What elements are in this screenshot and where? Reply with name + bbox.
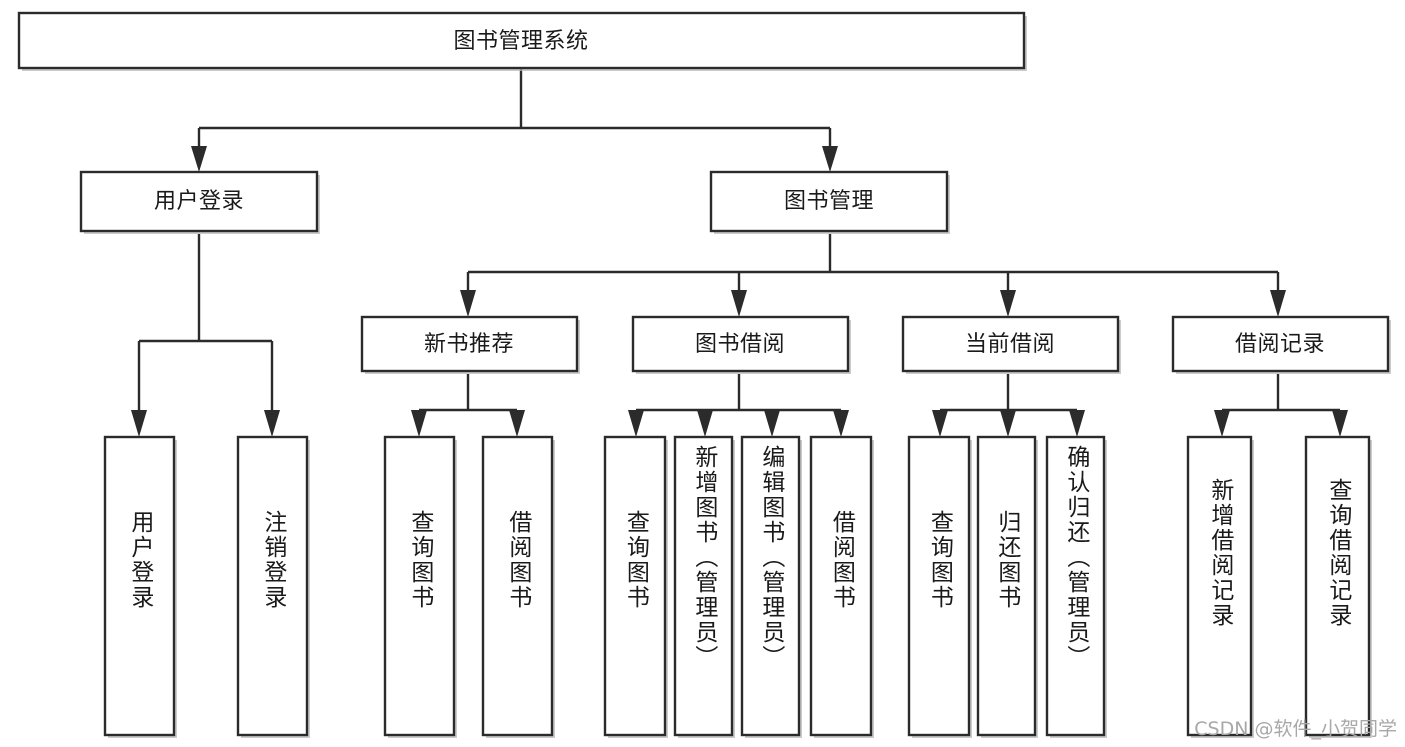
node-book-manage-box[interactable] [709, 170, 949, 233]
arrowhead-leaf-borrow-book-2 [833, 410, 849, 437]
node-user-login-box[interactable] [79, 170, 319, 233]
connector-group-new-book-rec [411, 374, 525, 437]
leaf-query-book-3-box[interactable] [907, 435, 971, 737]
arrowhead-leaf-query-record [1332, 410, 1348, 437]
node-borrow-record-label: 借阅记录 [1235, 332, 1325, 357]
connector-group-root [191, 69, 838, 172]
node-root[interactable]: 图书管理系统 [17, 11, 1027, 71]
arrowhead-current-borrow [1000, 290, 1016, 317]
arrowhead-leaf-return-book [1000, 410, 1016, 437]
arrowhead-leaf-query-book-3 [932, 410, 948, 437]
arrowhead-leaf-borrow-book-1 [509, 410, 525, 437]
node-root-box[interactable] [17, 11, 1026, 70]
leaf-return-book-box[interactable] [976, 435, 1037, 737]
arrowhead-user-login [191, 146, 207, 172]
connector-group-user-login [131, 234, 280, 437]
leaf-user-login-box[interactable] [103, 435, 176, 737]
arrowhead-leaf-add-book [697, 410, 713, 437]
connector-group-current-borrow [932, 374, 1085, 437]
arrowhead-leaf-query-book-2 [628, 410, 644, 437]
leaf-query-book-1-box[interactable] [383, 435, 456, 737]
node-current-borrow[interactable]: 当前借阅 [901, 315, 1121, 374]
arrowhead-leaf-add-record [1214, 410, 1230, 437]
arrowhead-book-manage [822, 146, 838, 172]
node-user-login-label: 用户登录 [154, 189, 244, 214]
node-borrow-record-box[interactable] [1171, 315, 1390, 373]
leaf-add-book-box[interactable] [673, 435, 734, 737]
csdn-watermark: CSDN @软件_小贺同学 [1194, 718, 1397, 740]
node-book-borrow-label: 图书借阅 [695, 332, 785, 357]
node-new-book-rec-box[interactable] [360, 315, 579, 373]
leaf-add-record-box[interactable] [1186, 435, 1253, 737]
arrowhead-borrow-record [1270, 290, 1286, 317]
leaf-query-record-box[interactable] [1304, 435, 1371, 737]
node-book-manage[interactable]: 图书管理 [709, 170, 950, 234]
arrowhead-leaf-edit-book [764, 410, 780, 437]
leaf-logout-box[interactable] [236, 435, 309, 737]
node-borrow-record[interactable]: 借阅记录 [1171, 315, 1391, 374]
arrowhead-leaf-confirm-return [1069, 410, 1085, 437]
arrowhead-leaf-user-login [131, 410, 147, 437]
leaf-query-book-2-box[interactable] [603, 435, 667, 737]
connector-group-borrow-record [1214, 374, 1348, 437]
arrowhead-book-borrow [731, 290, 747, 317]
leaf-borrow-book-2-box[interactable] [809, 435, 873, 737]
node-new-book-rec-label: 新书推荐 [424, 332, 514, 357]
leaf-borrow-book-1-box[interactable] [481, 435, 554, 737]
node-book-manage-label: 图书管理 [784, 189, 874, 214]
arrowhead-leaf-logout [264, 410, 280, 437]
leaf-edit-book-box[interactable] [740, 435, 801, 737]
leaf-boxes [103, 435, 1372, 738]
node-root-label: 图书管理系统 [453, 29, 588, 54]
connector-group-book-borrow [628, 374, 849, 437]
connector-group-book-manage [460, 234, 1286, 317]
node-new-book-rec[interactable]: 新书推荐 [360, 315, 580, 374]
arrowhead-leaf-query-book-1 [411, 410, 427, 437]
arrowhead-new-book-rec [460, 290, 476, 317]
leaf-confirm-return-box[interactable] [1045, 435, 1106, 737]
node-book-borrow[interactable]: 图书借阅 [631, 315, 851, 374]
node-book-borrow-box[interactable] [631, 315, 850, 373]
node-user-login[interactable]: 用户登录 [79, 170, 320, 234]
node-current-borrow-label: 当前借阅 [965, 332, 1055, 357]
node-current-borrow-box[interactable] [901, 315, 1120, 373]
